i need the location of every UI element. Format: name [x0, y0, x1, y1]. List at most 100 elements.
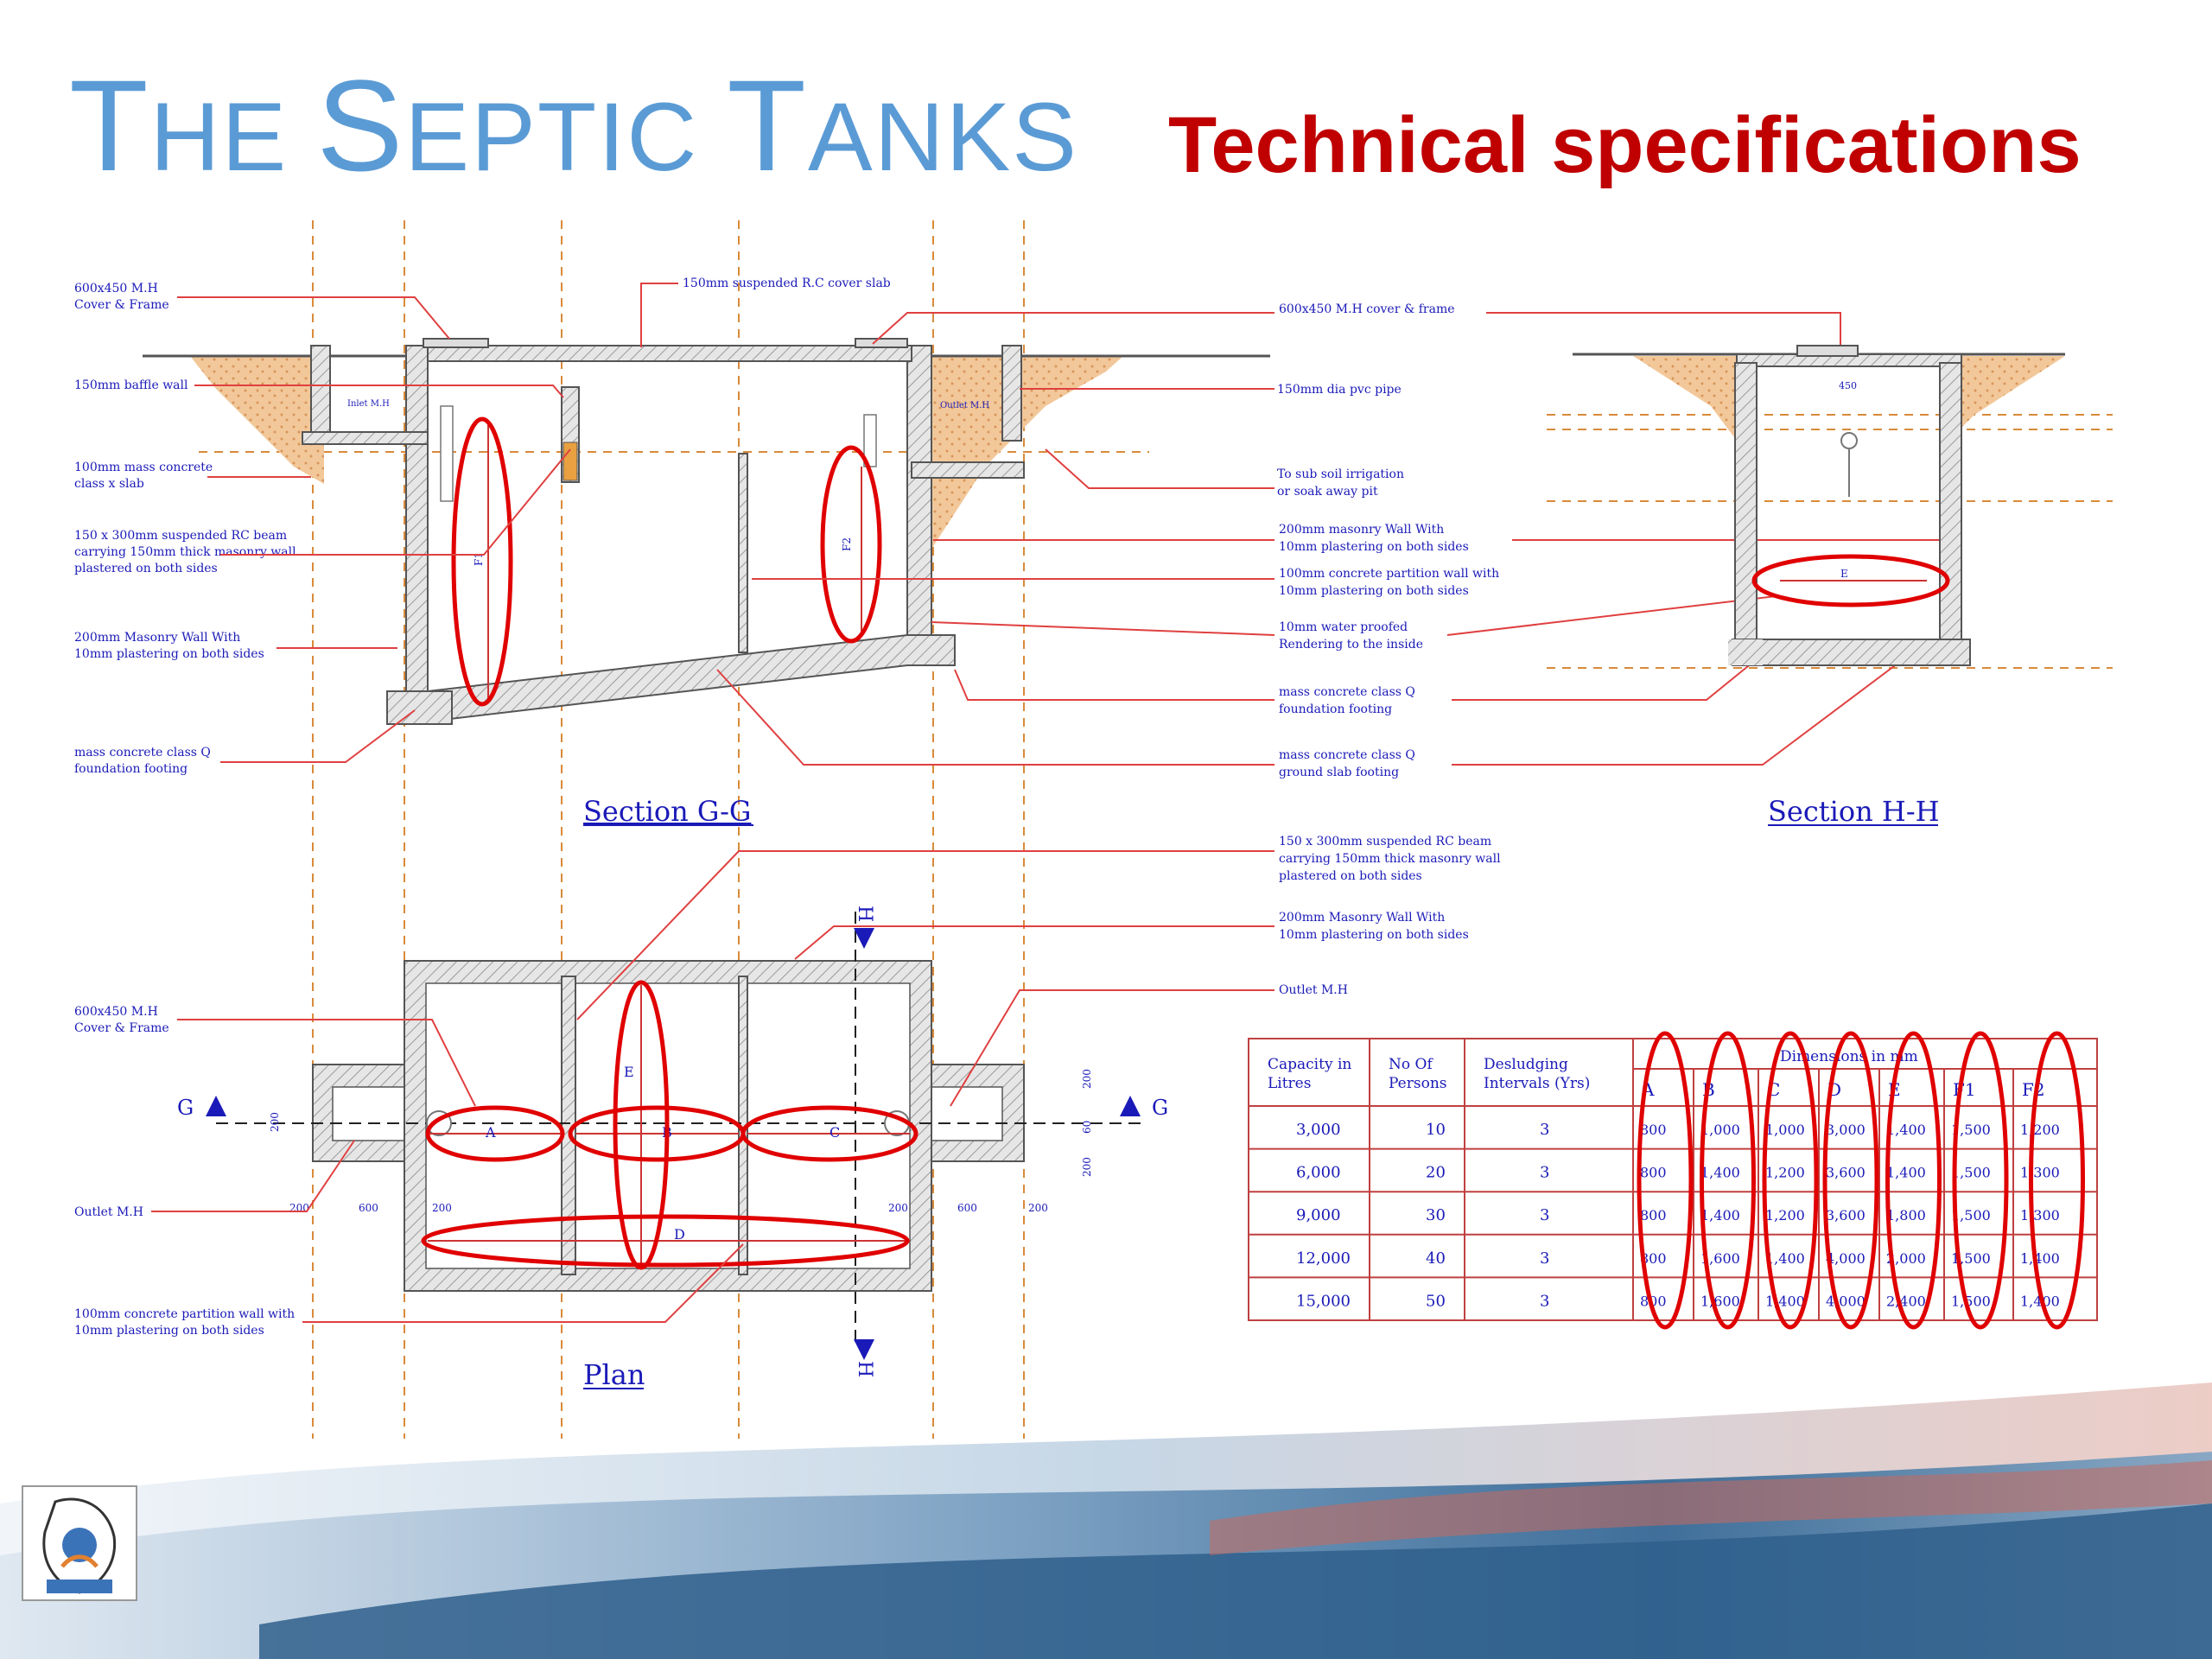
- table-cell: 3: [1540, 1164, 1549, 1182]
- table-cell: 3,000: [1826, 1122, 1866, 1138]
- dim-f2: F2: [841, 537, 853, 551]
- table-cell: 1,400: [1765, 1250, 1805, 1267]
- svg-text:class x slab: class x slab: [74, 477, 144, 491]
- table-cell: 1,500: [1951, 1207, 1991, 1224]
- svg-text:mass concrete class Q: mass concrete class Q: [1279, 748, 1415, 762]
- table-cell: 4,000: [1826, 1250, 1866, 1267]
- highlight-col-B: [1700, 1031, 1756, 1330]
- svg-text:plastered on both sides: plastered on both sides: [74, 562, 218, 575]
- table-cell: 800: [1640, 1207, 1667, 1224]
- table-cell: 1,800: [1886, 1207, 1926, 1224]
- table-cell: 10: [1426, 1121, 1446, 1139]
- dim-e-plan: E: [624, 1064, 634, 1080]
- table-header: No Of: [1389, 1056, 1433, 1073]
- plan-labels: 150 x 300mm suspended RC beam carrying 1…: [74, 835, 1501, 1338]
- title-part: ANKS: [807, 83, 1078, 191]
- inlet-mh-label: Inlet M.H: [347, 399, 390, 409]
- svg-text:10mm plastering on both sides: 10mm plastering on both sides: [1279, 540, 1469, 554]
- dim-f1: F1: [473, 552, 485, 566]
- svg-text:Cover & Frame: Cover & Frame: [74, 1021, 169, 1035]
- dim-d: D: [674, 1226, 685, 1243]
- dim-200: 200: [1028, 1202, 1048, 1214]
- highlight-col-F2: [2029, 1031, 2085, 1330]
- dim-e-section: E: [1840, 568, 1848, 580]
- svg-text:10mm water proofed: 10mm water proofed: [1279, 620, 1408, 634]
- section-gg-left-leaders: [177, 283, 678, 763]
- title-part: T: [69, 53, 150, 198]
- table-cell: 50: [1426, 1292, 1446, 1310]
- svg-text:150 x 300mm suspended RC beam: 150 x 300mm suspended RC beam: [1279, 835, 1491, 849]
- table-header: Intervals (Yrs): [1484, 1075, 1590, 1092]
- svg-text:or soak away pit: or soak away pit: [1277, 485, 1378, 499]
- svg-text:Outlet M.H: Outlet M.H: [1279, 983, 1348, 997]
- table-cell: 1,400: [1886, 1165, 1926, 1181]
- table-cell: 1,400: [1886, 1122, 1926, 1138]
- table-cell: 1,400: [1700, 1207, 1740, 1224]
- table-header: Persons: [1389, 1075, 1447, 1092]
- svg-text:10mm plastering on both sides: 10mm plastering on both sides: [74, 647, 264, 661]
- dim-200: 200: [432, 1202, 452, 1214]
- highlight-col-D: [1822, 1031, 1879, 1330]
- dim-450: 450: [1839, 380, 1857, 391]
- table-cell: 800: [1640, 1122, 1667, 1138]
- section-marker-h-top: H: [854, 906, 875, 922]
- highlight-e-section: [1751, 554, 1950, 607]
- table-cell: 2,400: [1886, 1293, 1926, 1309]
- table-cell: 1,200: [1765, 1165, 1805, 1181]
- svg-text:plastered on both sides: plastered on both sides: [1279, 869, 1422, 883]
- dim-600: 600: [359, 1202, 378, 1214]
- svg-text:Rendering to the inside: Rendering to the inside: [1279, 638, 1423, 652]
- svg-text:mass concrete class Q: mass concrete class Q: [74, 746, 211, 760]
- table-cell: 12,000: [1296, 1249, 1351, 1268]
- svg-text:600x450 M.H: 600x450 M.H: [74, 282, 158, 296]
- table-cell: 800: [1640, 1250, 1667, 1267]
- svg-text:150mm dia pvc pipe: 150mm dia pvc pipe: [1277, 383, 1402, 397]
- table-cell: 30: [1426, 1206, 1446, 1224]
- svg-text:10mm plastering on both sides: 10mm plastering on both sides: [1279, 584, 1469, 598]
- table-cell: 800: [1640, 1165, 1667, 1181]
- table-cell: 3: [1540, 1121, 1549, 1139]
- table-cell: 1,400: [2020, 1250, 2060, 1267]
- svg-text:100mm mass concrete: 100mm mass concrete: [74, 461, 213, 474]
- table-cell: 20: [1426, 1164, 1446, 1182]
- table-header: Capacity in: [1268, 1056, 1351, 1073]
- table-cell: 1,500: [1951, 1293, 1991, 1309]
- dim-60: 60: [1081, 1121, 1093, 1134]
- table-cell: 3,600: [1826, 1207, 1866, 1224]
- svg-text:Outlet M.H: Outlet M.H: [74, 1205, 143, 1219]
- table-cell: 1,400: [1765, 1293, 1805, 1309]
- table-dim-header: F1: [1953, 1079, 1976, 1100]
- table-cell: 1,400: [1700, 1165, 1740, 1181]
- table-cell: 3,000: [1296, 1121, 1341, 1139]
- title-part: EPTIC: [404, 83, 728, 191]
- table-cell: 3: [1540, 1292, 1549, 1310]
- svg-text:To sub soil irrigation: To sub soil irrigation: [1277, 467, 1404, 481]
- table-cell: 6,000: [1296, 1164, 1341, 1182]
- svg-text:150 x 300mm suspended RC beam: 150 x 300mm suspended RC beam: [74, 529, 287, 543]
- dim-200: 200: [269, 1112, 281, 1132]
- section-marker-g-left: G: [177, 1096, 194, 1120]
- dim-a: A: [485, 1124, 496, 1141]
- svg-text:200mm masonry Wall With: 200mm masonry Wall With: [1279, 523, 1444, 537]
- svg-text:10mm plastering on both sides: 10mm plastering on both sides: [74, 1324, 264, 1338]
- highlight-col-C: [1762, 1031, 1819, 1330]
- table-cell: 1,500: [1951, 1165, 1991, 1181]
- svg-text:ground slab footing: ground slab footing: [1279, 766, 1399, 779]
- title-part: S: [316, 53, 405, 198]
- table-cell: 1,600: [1700, 1250, 1740, 1267]
- table-header: Desludging: [1484, 1056, 1568, 1073]
- dim-200: 200: [888, 1202, 908, 1214]
- caption-section-gg: Section G-G: [583, 795, 751, 828]
- section-gg-right-labels: 600x450 M.H cover & frame 150mm dia pvc …: [1277, 302, 1499, 779]
- table-cell: 2,000: [1886, 1250, 1926, 1267]
- highlight-e-plan: [613, 980, 670, 1270]
- highlight-f2: [820, 445, 882, 644]
- highlight-f1: [451, 416, 513, 707]
- table-cell: 1,200: [1765, 1207, 1805, 1224]
- svg-text:600x450 M.H cover & frame: 600x450 M.H cover & frame: [1279, 302, 1455, 316]
- highlight-col-E: [1885, 1031, 1942, 1330]
- title-part: T: [727, 53, 808, 198]
